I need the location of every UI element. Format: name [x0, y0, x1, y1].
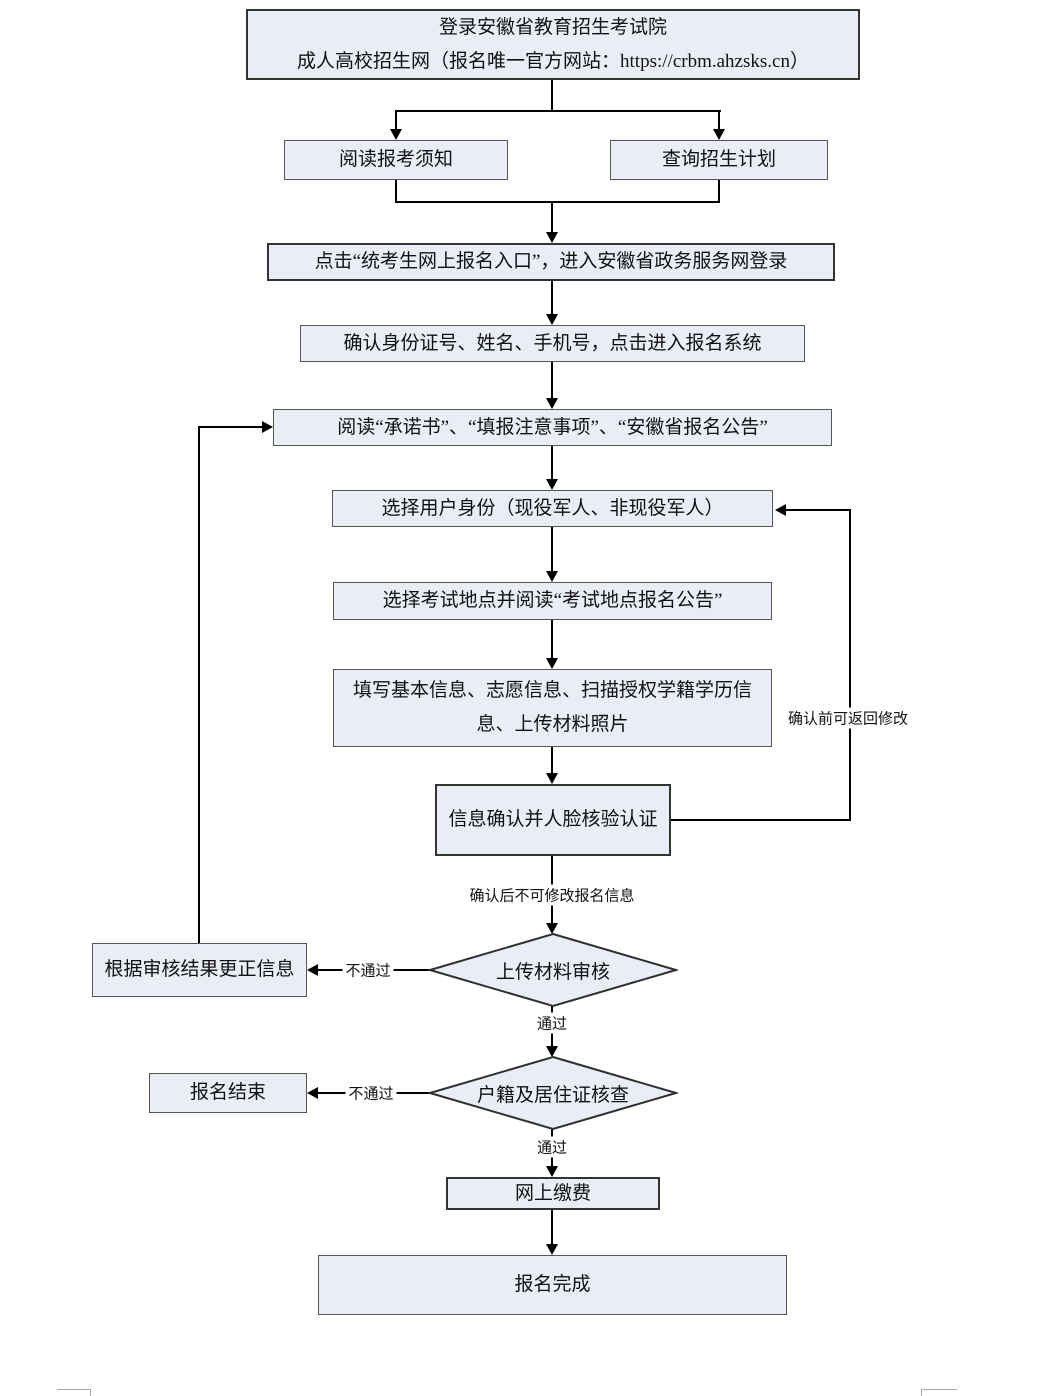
node-read-notice: 阅读报考须知 [284, 140, 508, 180]
connector-login-stem [551, 80, 553, 111]
node-confirm-identity: 确认身份证号、姓名、手机号，点击进入报名系统 [300, 325, 805, 362]
edge-label-residence-pass: 通过 [533, 1136, 571, 1158]
node-user-type-label: 选择用户身份（现役军人、非现役军人） [381, 497, 724, 519]
arrowhead-into-pay-online [546, 1166, 558, 1177]
arrowhead-into-correct-info [307, 964, 318, 976]
arrowhead-into-registration-end [307, 1087, 318, 1099]
node-correct-info: 根据审核结果更正信息 [92, 943, 307, 997]
connector-to-fill-info [551, 620, 553, 659]
node-exam-site-label: 选择考试地点并阅读“考试地点报名公告” [382, 590, 723, 612]
connector-split-horizontal [395, 110, 721, 112]
arrowhead-into-confirm-face [546, 773, 558, 784]
node-login-website: 登录安徽省教育招生考试院 成人高校招生网（报名唯一官方网站：https://cr… [246, 9, 860, 80]
node-user-type: 选择用户身份（现役军人、非现役军人） [332, 490, 773, 527]
connector-merge-left [395, 180, 397, 203]
node-registration-end-label: 报名结束 [189, 1082, 266, 1104]
node-query-plan-label: 查询招生计划 [661, 149, 776, 171]
node-read-docs: 阅读“承诺书”、“填报注意事项”、“安徽省报名公告” [273, 409, 832, 446]
node-confirm-face: 信息确认并人脸核验认证 [435, 784, 671, 856]
decision-upload-review: 上传材料审核 [428, 932, 678, 1008]
node-confirm-identity-label: 确认身份证号、姓名、手机号，点击进入报名系统 [343, 332, 762, 354]
arrowhead-into-residence-check [546, 1046, 558, 1057]
edge-label-review-fail: 不通过 [342, 959, 394, 981]
connector-merge-horizontal [395, 201, 720, 203]
node-pay-online-label: 网上缴费 [514, 1182, 591, 1204]
connector-return-loop-vertical [849, 509, 851, 821]
node-login-line1: 登录安徽省教育招生考试院 [438, 17, 667, 39]
arrowhead-into-query-plan [713, 129, 725, 140]
decision-residence-check: 户籍及居住证核查 [428, 1055, 678, 1131]
arrowhead-into-read-notice [390, 129, 402, 140]
connector-split-left [395, 110, 397, 130]
arrowhead-into-upload-review [546, 923, 558, 934]
edge-label-review-pass: 通过 [533, 1012, 571, 1034]
arrowhead-into-user-type-right [775, 504, 786, 516]
page-margin-mark-left-vertical [90, 1389, 91, 1396]
connector-to-confirm-face [551, 747, 553, 774]
node-exam-site: 选择考试地点并阅读“考试地点报名公告” [333, 582, 772, 620]
node-click-entry: 点击“统考生网上报名入口”，进入安徽省政务服务网登录 [267, 243, 835, 281]
connector-correct-loop-vertical [198, 426, 200, 943]
connector-to-read-docs [551, 362, 553, 399]
node-fill-info: 填写基本信息、志愿信息、扫描授权学籍学历信 息、上传材料照片 [333, 669, 772, 747]
decision-residence-check-shape [428, 1055, 678, 1131]
arrowhead-into-confirm-identity [546, 314, 558, 325]
node-registration-done: 报名完成 [318, 1255, 787, 1315]
arrowhead-into-exam-site [546, 571, 558, 582]
page-margin-mark-right [921, 1389, 957, 1390]
connector-merge-right [718, 180, 720, 203]
arrowhead-into-user-type [546, 479, 558, 490]
edge-label-before-confirm: 确认前可返回修改 [784, 707, 912, 729]
connector-correct-loop-horizontal [198, 426, 262, 428]
node-click-entry-label: 点击“统考生网上报名入口”，进入安徽省政务服务网登录 [314, 251, 788, 273]
node-confirm-face-label: 信息确认并人脸核验认证 [448, 809, 658, 831]
decision-upload-review-label: 上传材料审核 [495, 961, 610, 983]
arrowhead-into-read-docs-left [262, 421, 273, 433]
edge-label-after-confirm: 确认后不可修改报名信息 [466, 884, 638, 906]
node-login-line2: 成人高校招生网（报名唯一官方网站：https://crbm.ahzsks.cn） [297, 50, 809, 72]
arrowhead-into-read-docs [546, 398, 558, 409]
connector-to-user-type [551, 446, 553, 480]
connector-return-loop-bottom [670, 819, 851, 821]
node-registration-end: 报名结束 [149, 1073, 307, 1113]
decision-residence-check-label: 户籍及居住证核查 [476, 1084, 629, 1106]
node-read-notice-label: 阅读报考须知 [338, 149, 453, 171]
page-margin-mark-left [57, 1389, 91, 1390]
node-query-plan: 查询招生计划 [610, 140, 828, 180]
connector-to-click-entry [551, 201, 553, 233]
node-read-docs-label: 阅读“承诺书”、“填报注意事项”、“安徽省报名公告” [337, 416, 768, 438]
edge-label-residence-fail: 不通过 [345, 1082, 397, 1104]
node-registration-done-label: 报名完成 [514, 1274, 591, 1296]
arrowhead-into-done [546, 1244, 558, 1255]
node-fill-info-line2: 息、上传材料照片 [476, 714, 629, 735]
connector-to-exam-site [551, 527, 553, 572]
node-fill-info-line1: 填写基本信息、志愿信息、扫描授权学籍学历信 [352, 679, 752, 701]
arrowhead-into-click-entry [546, 232, 558, 243]
connector-split-right [718, 110, 720, 130]
decision-upload-review-shape [428, 932, 678, 1008]
connector-to-confirm-identity [551, 281, 553, 315]
page-margin-mark-right-vertical [921, 1389, 922, 1396]
connector-return-loop-top [786, 509, 851, 511]
connector-to-done [551, 1210, 553, 1245]
node-correct-info-label: 根据审核结果更正信息 [104, 959, 295, 981]
arrowhead-into-fill-info [546, 658, 558, 669]
node-pay-online: 网上缴费 [446, 1177, 660, 1210]
